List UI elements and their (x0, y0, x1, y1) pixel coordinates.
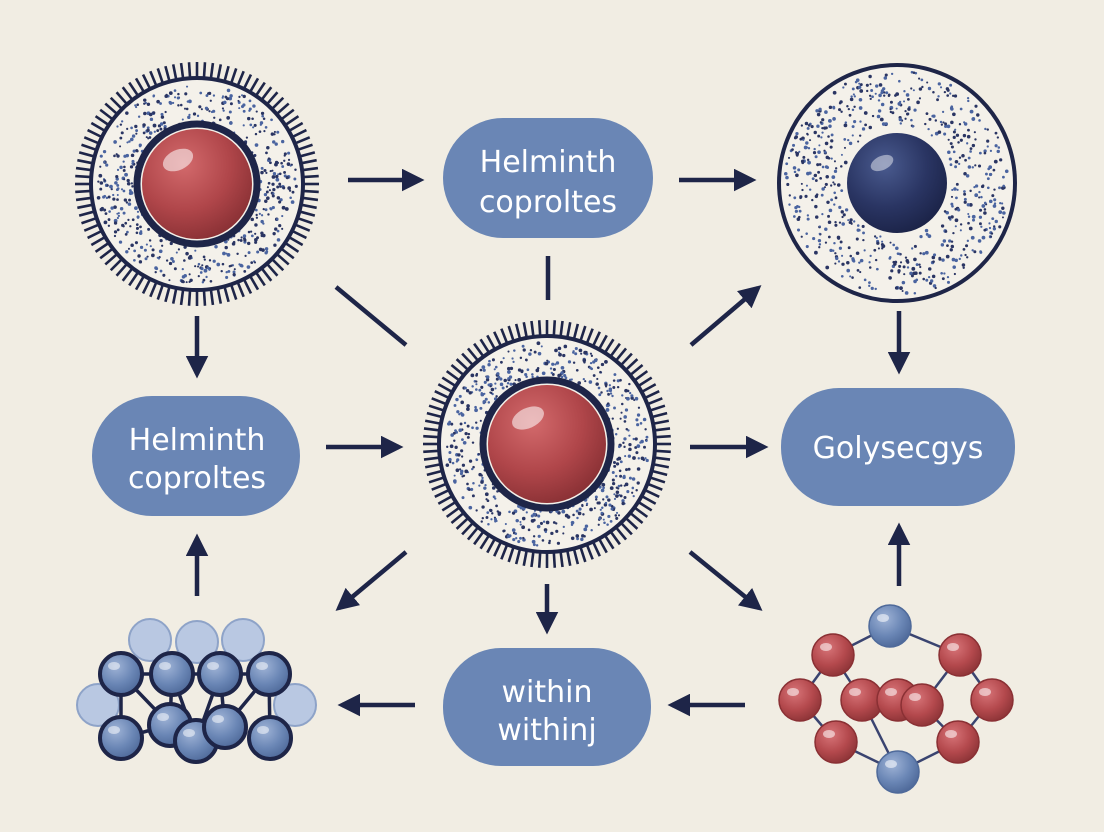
connector-line (334, 285, 408, 347)
node-within: within withinj (443, 648, 651, 766)
node-label-line1: Helminth (480, 145, 617, 180)
node-label-line1: Helminth (129, 423, 266, 458)
red-molecule-lattice-icon (778, 604, 1014, 794)
red-sphere-cell-icon (75, 62, 319, 306)
arrow-up-right (689, 285, 762, 347)
central-red-sphere-cell-icon (423, 320, 671, 568)
node-helminth-left: Helminth coproltes (92, 396, 300, 516)
node-label: Golysecgys (813, 431, 984, 466)
node-label-line2: coproltes (128, 461, 266, 496)
blue-molecule-lattice-icon (76, 618, 317, 764)
arrow-down-right (688, 550, 763, 611)
node-helminth-top: Helminth coproltes (443, 118, 653, 238)
node-golysecgys: Golysecgys (781, 388, 1015, 506)
node-label-line2: coproltes (479, 185, 617, 220)
node-label-line1: within (502, 675, 593, 710)
arrow-down-left (335, 550, 408, 611)
dark-sphere-cell-icon (777, 63, 1017, 303)
node-label-line2: withinj (497, 713, 596, 748)
